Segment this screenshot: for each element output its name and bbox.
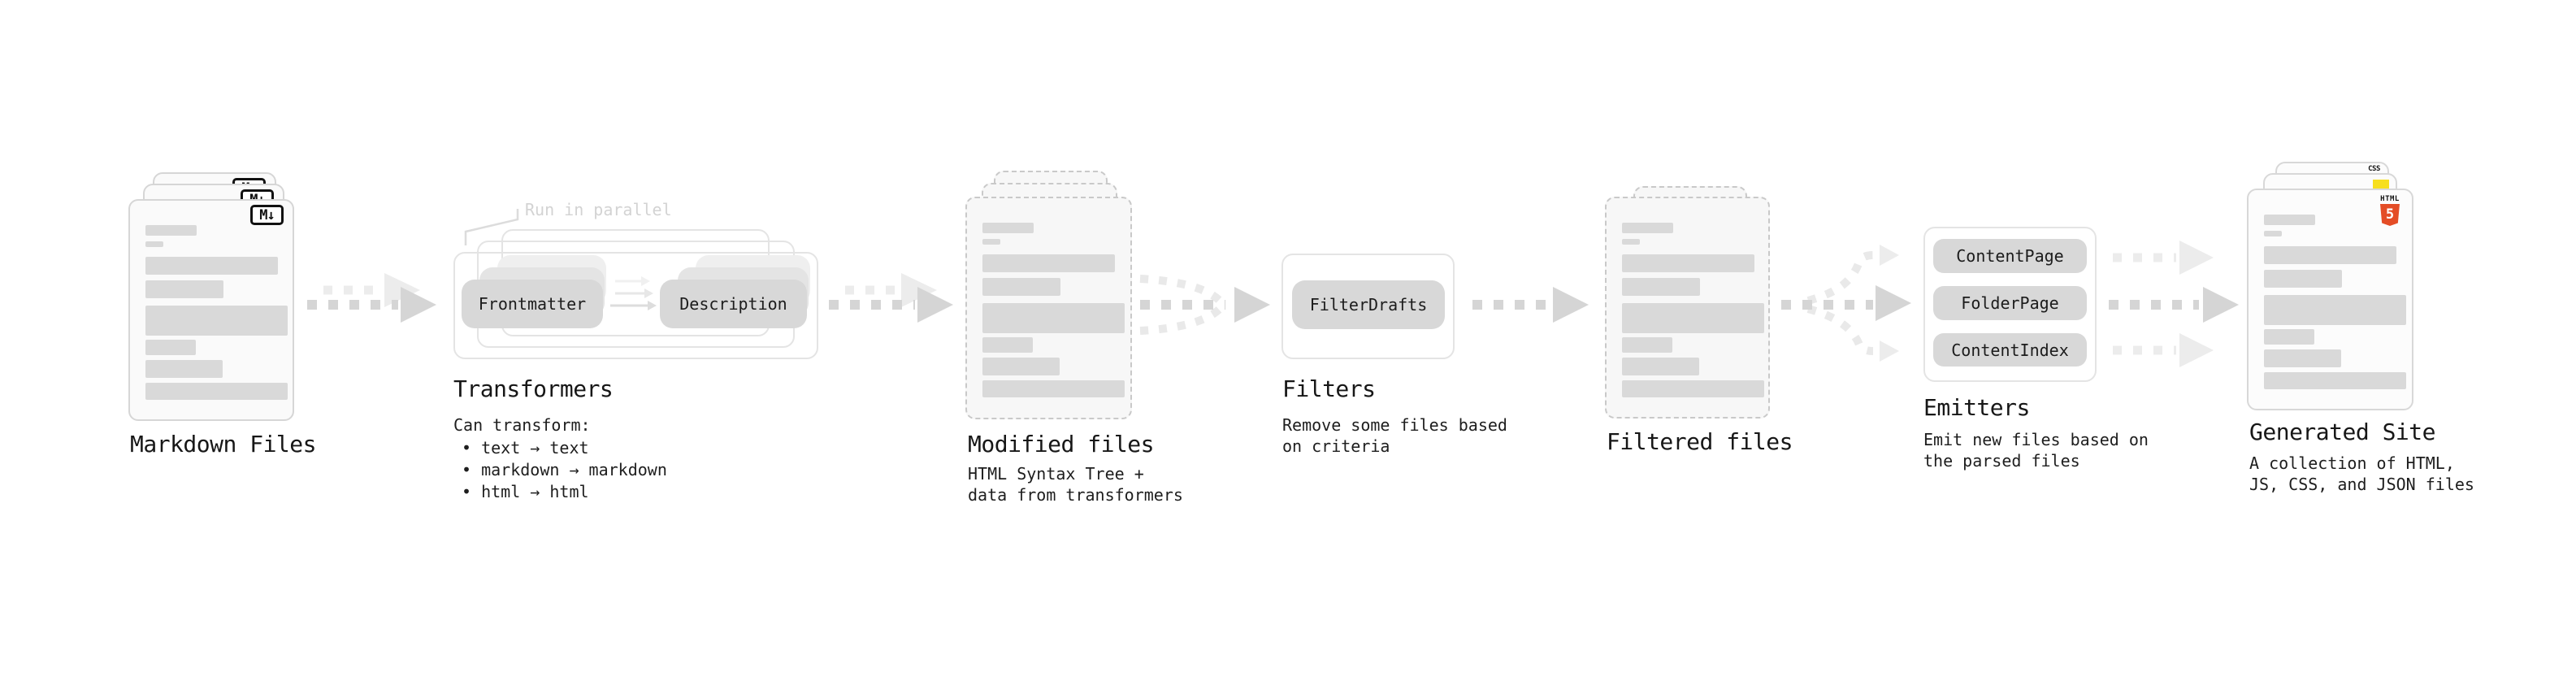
stage-title-modified-files: Modified files: [968, 431, 1155, 458]
placeholder-bar: [2264, 215, 2315, 225]
emitters-frame: [1923, 227, 2097, 382]
placeholder-bar: [1622, 337, 1672, 353]
transformers-bullet: • html → html: [462, 482, 589, 501]
generated-site-desc: A collection of HTML, JS, CSS, and JSON …: [2249, 453, 2474, 494]
transformers-bullet-list: • text → text • markdown → markdown • ht…: [462, 437, 667, 503]
transformers-desc-heading: Can transform:: [453, 415, 591, 435]
javascript-icon: [2373, 180, 2389, 189]
description-pill: Description: [660, 280, 807, 328]
transformers-bullet: • markdown → markdown: [462, 460, 667, 479]
modified-files-desc: HTML Syntax Tree + data from transformer…: [968, 464, 1183, 505]
file-content-placeholder: [2264, 215, 2406, 389]
placeholder-bar: [2264, 349, 2341, 367]
placeholder-bar: [2264, 270, 2342, 288]
placeholder-bar: [982, 223, 1034, 233]
arrow-markdown-to-transformers: [307, 273, 436, 323]
transformers-bullet: • text → text: [462, 438, 589, 458]
filterdrafts-pill: FilterDrafts: [1292, 280, 1445, 329]
stage-title-generated-site: Generated Site: [2249, 419, 2436, 445]
placeholder-bar: [982, 239, 1000, 245]
stage-title-transformers: Transformers: [453, 375, 614, 402]
placeholder-bar: [2264, 295, 2406, 325]
placeholder-bar: [982, 303, 1125, 333]
arrow-filtered-to-emitters-fan-out: [1781, 245, 1911, 362]
emitters-desc: Emit new files based on the parsed files: [1923, 430, 2149, 471]
html5-icon: HTML 5: [2379, 195, 2400, 226]
filters-desc: Remove some files based on criteria: [1282, 415, 1507, 456]
placeholder-bar: [2264, 372, 2406, 389]
folderpage-pill: FolderPage: [1933, 286, 2087, 320]
run-in-parallel-note: Run in parallel: [525, 200, 672, 219]
arrow-modified-to-filters-fan-in: [1139, 275, 1270, 335]
placeholder-bar: [1622, 303, 1764, 333]
transformer-frame-front: [453, 252, 818, 359]
placeholder-bar: [2264, 231, 2282, 236]
placeholder-bar: [145, 225, 197, 236]
arrow-transformers-to-modified: [829, 273, 953, 323]
placeholder-bar: [1622, 239, 1640, 245]
file-content-placeholder: [1622, 223, 1764, 397]
placeholder-bar: [982, 278, 1060, 296]
contentindex-pill: ContentIndex: [1933, 333, 2087, 367]
file-content-placeholder: [145, 225, 288, 400]
placeholder-bar: [1622, 358, 1699, 375]
placeholder-bar: [145, 340, 196, 355]
stage-title-emitters: Emitters: [1923, 394, 2030, 421]
placeholder-bar: [1622, 380, 1764, 397]
stage-title-filters: Filters: [1282, 375, 1376, 402]
arrow-emitters-to-generated: [2109, 241, 2239, 367]
placeholder-bar: [982, 380, 1125, 397]
placeholder-bar: [145, 306, 288, 336]
placeholder-bar: [982, 337, 1033, 353]
placeholder-bar: [1622, 278, 1700, 296]
placeholder-bar: [145, 257, 278, 275]
placeholder-bar: [145, 280, 223, 298]
placeholder-bar: [145, 383, 288, 400]
placeholder-bar: [982, 254, 1115, 272]
stage-title-filtered-files: Filtered files: [1607, 428, 1793, 455]
placeholder-bar: [2264, 246, 2396, 264]
filters-frame: [1281, 254, 1455, 359]
modified-file-card-front: [965, 197, 1132, 419]
placeholder-bar: [1622, 223, 1673, 233]
markdown-file-card-front: M↓: [128, 199, 294, 421]
arrow-filters-to-filtered: [1472, 287, 1589, 323]
stage-title-markdown-files: Markdown Files: [130, 431, 317, 458]
frontmatter-pill: Frontmatter: [462, 280, 603, 328]
placeholder-bar: [2264, 329, 2314, 345]
file-content-placeholder: [982, 223, 1125, 397]
contentpage-pill: ContentPage: [1933, 239, 2087, 273]
placeholder-bar: [145, 360, 223, 378]
placeholder-bar: [1622, 254, 1754, 272]
filtered-file-card-front: [1605, 197, 1770, 419]
placeholder-bar: [145, 241, 163, 247]
generated-file-card-front-html: HTML 5: [2247, 189, 2413, 410]
markdown-icon: M↓: [250, 205, 284, 225]
placeholder-bar: [982, 358, 1060, 375]
